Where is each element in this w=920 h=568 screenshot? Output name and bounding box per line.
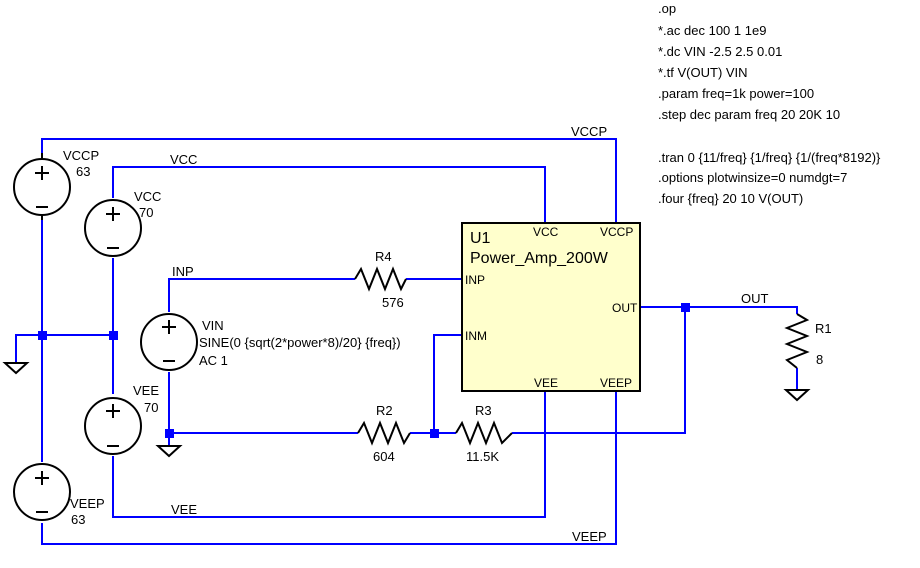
resistor-icon[interactable] — [784, 313, 810, 369]
voltage-source-icon[interactable] — [140, 313, 198, 371]
spice-directive[interactable]: .four {freq} 20 10 V(OUT) — [658, 191, 803, 206]
wire-veep[interactable] — [41, 391, 617, 545]
source-value-label: 70 — [139, 205, 153, 220]
spice-directive[interactable]: *.tf V(OUT) VIN — [658, 65, 748, 80]
ground-icon[interactable] — [783, 389, 811, 402]
resistor-r2[interactable]: R2 604 — [357, 403, 411, 464]
source-value-label: SINE(0 {sqrt(2*power*8)/20} {freq}) — [199, 335, 401, 350]
source-value-label: 63 — [76, 164, 90, 179]
voltage-source-icon[interactable] — [84, 199, 142, 257]
wire-vccp[interactable] — [41, 138, 617, 223]
wires — [15, 138, 798, 545]
wire-r3-to-out[interactable] — [512, 307, 686, 434]
wire-out[interactable] — [640, 306, 798, 314]
spice-directive[interactable]: .options plotwinsize=0 numdgt=7 — [658, 170, 847, 185]
wire-ground-bus[interactable] — [15, 334, 113, 363]
ground-icon[interactable] — [155, 445, 183, 458]
voltage-source-vin[interactable]: VIN SINE(0 {sqrt(2*power*8)/20} {freq}) … — [140, 313, 401, 371]
wire-inm[interactable] — [433, 334, 462, 433]
voltage-source-vcc[interactable]: VCC 70 — [84, 189, 161, 257]
amplifier-ref-label: U1 — [470, 230, 491, 247]
source-name-label: VEEP — [70, 496, 105, 511]
net-label-veep[interactable]: VEEP — [572, 529, 607, 544]
spice-directive[interactable]: *.ac dec 100 1 1e9 — [658, 23, 766, 38]
resistor-name-label: R2 — [376, 403, 393, 418]
voltage-source-veep[interactable]: VEEP 63 — [13, 463, 105, 527]
junction-dot — [430, 429, 439, 438]
resistor-r4[interactable]: R4 576 — [354, 249, 407, 310]
net-label-vccp[interactable]: VCCP — [571, 124, 607, 139]
resistor-name-label: R1 — [815, 321, 832, 336]
source-ac-label: AC 1 — [199, 353, 228, 368]
voltage-source-icon[interactable] — [84, 397, 142, 455]
pin-label-vee: VEE — [534, 376, 558, 390]
source-value-label: 70 — [144, 400, 158, 415]
pin-label-vccp: VCCP — [600, 225, 633, 239]
junction-dot — [109, 331, 118, 340]
net-label-vee[interactable]: VEE — [171, 502, 197, 517]
pin-label-out: OUT — [612, 301, 638, 315]
wire-vcc[interactable] — [112, 166, 546, 223]
junction-dot — [165, 429, 174, 438]
resistor-icon[interactable] — [357, 420, 411, 446]
resistor-value-label: 604 — [373, 449, 395, 464]
source-name-label: VCC — [134, 189, 161, 204]
spice-directives: .op *.ac dec 100 1 1e9 *.dc VIN -2.5 2.5… — [658, 1, 881, 206]
amplifier-model-label: Power_Amp_200W — [470, 250, 609, 267]
junction-dot — [681, 303, 690, 312]
pin-label-vcc: VCC — [533, 225, 559, 239]
spice-directive[interactable]: .param freq=1k power=100 — [658, 86, 814, 101]
resistor-r1[interactable]: R1 8 — [784, 313, 832, 369]
amplifier-body[interactable] — [461, 222, 641, 392]
net-labels: VCCP VCC INP OUT VEE VEEP — [170, 124, 769, 544]
source-name-label: VCCP — [63, 148, 99, 163]
pin-label-veep: VEEP — [600, 376, 632, 390]
ground-icon[interactable] — [2, 362, 30, 375]
junctions — [38, 303, 690, 438]
voltage-source-vccp[interactable]: VCCP 63 — [13, 148, 99, 220]
resistor-name-label: R4 — [375, 249, 392, 264]
spice-directive[interactable]: .tran 0 {11/freq} {1/freq} {1/(freq*8192… — [658, 150, 881, 165]
resistor-value-label: 8 — [816, 352, 823, 367]
net-label-vcc[interactable]: VCC — [170, 152, 197, 167]
resistor-icon[interactable] — [354, 266, 407, 292]
voltage-source-vee[interactable]: VEE 70 — [84, 383, 159, 455]
source-name-label: VIN — [202, 318, 224, 333]
spice-directive[interactable]: .op — [658, 1, 676, 16]
resistor-value-label: 11.5K — [466, 449, 499, 464]
pin-label-inp: INP — [465, 273, 485, 287]
net-label-inp[interactable]: INP — [172, 264, 194, 279]
resistor-name-label: R3 — [475, 403, 492, 418]
source-name-label: VEE — [133, 383, 159, 398]
wire-vee[interactable] — [112, 391, 546, 518]
wire-inp[interactable] — [168, 278, 355, 312]
pin-label-inm: INM — [465, 329, 487, 343]
voltage-source-icon[interactable] — [13, 463, 71, 521]
resistor-icon[interactable] — [455, 420, 513, 446]
ground-symbols — [2, 362, 811, 458]
resistor-r3[interactable]: R3 11.5K — [455, 403, 513, 464]
source-value-label: 63 — [71, 512, 85, 527]
junction-dot — [38, 331, 47, 340]
resistor-value-label: 576 — [382, 295, 404, 310]
spice-directive[interactable]: *.dc VIN -2.5 2.5 0.01 — [658, 44, 782, 59]
spice-directive[interactable]: .step dec param freq 20 20K 10 — [658, 107, 840, 122]
net-label-out[interactable]: OUT — [741, 291, 769, 306]
power-amplifier-u1[interactable]: U1 Power_Amp_200W VCC VCCP INP INM OUT V… — [461, 222, 641, 392]
